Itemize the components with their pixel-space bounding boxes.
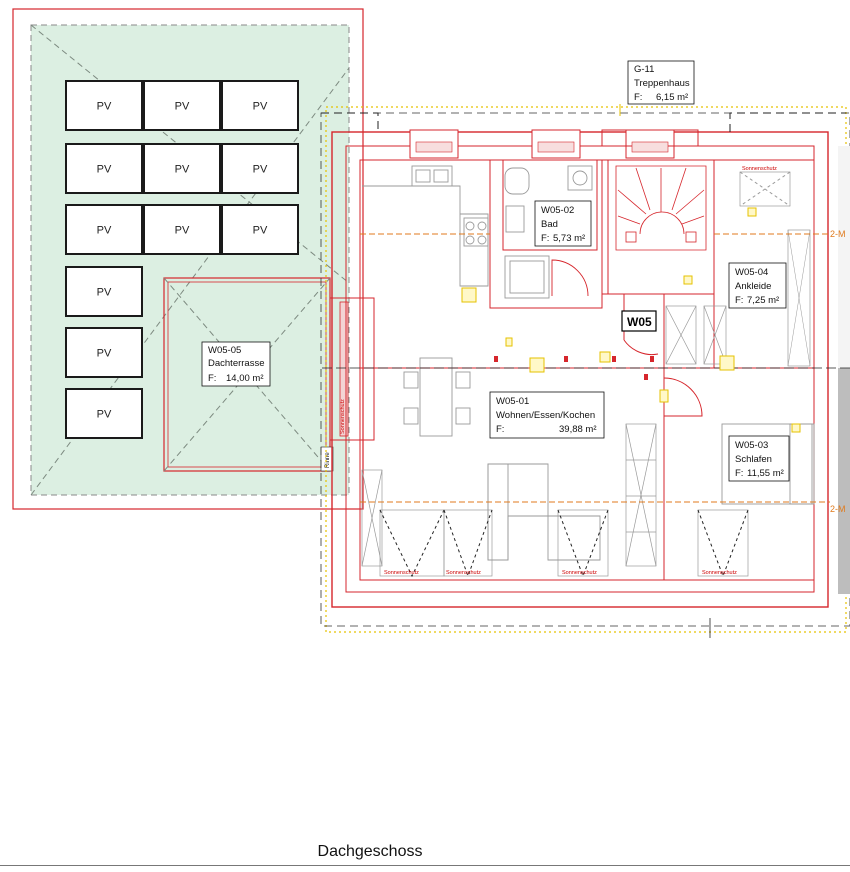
pv-panel: PV xyxy=(65,388,143,439)
dressing-room: Sonnenschutz W05-04 Ankleide F: 7,25 m² xyxy=(728,166,811,367)
height-guide-lines xyxy=(360,233,830,503)
sunshade-label-3: Sonnenschutz xyxy=(562,570,597,576)
pv-panel: PV xyxy=(65,327,143,378)
room-area-label-living: F: xyxy=(496,424,504,435)
floor-title: Dachgeschoss xyxy=(317,843,423,860)
room-area-label-bedroom: F: xyxy=(735,468,743,479)
pv-panel-label: PV xyxy=(175,164,190,176)
room-name-stair: Treppenhaus xyxy=(634,78,690,89)
bottom-dormers: Sonnenschutz Sonnenschutz Sonnenschutz S… xyxy=(379,509,749,578)
pv-panel-group: PV PV PV PV PV PV PV PV PV PV PV PV xyxy=(65,80,299,439)
pv-panel: PV xyxy=(143,80,221,131)
living-label: W05-01 Wohnen/Essen/Kochen F: 39,88 m² xyxy=(489,391,605,439)
pv-panel: PV xyxy=(65,266,143,317)
kitchen xyxy=(362,165,489,287)
pv-panel-frame xyxy=(65,327,143,378)
room-name-bath: Bad xyxy=(541,219,558,230)
pv-panel-frame xyxy=(65,388,143,439)
room-area-label-terrace: F: xyxy=(208,373,216,384)
building-walls xyxy=(321,112,850,608)
room-id-dressing: W05-04 xyxy=(735,267,768,278)
sunshade-label-2: Sonnenschutz xyxy=(446,570,481,576)
room-id-living: W05-01 xyxy=(496,396,529,407)
room-id-terrace: W05-05 xyxy=(208,345,241,356)
room-name-living: Wohnen/Essen/Kochen xyxy=(496,410,595,421)
pv-panel-label: PV xyxy=(175,225,190,237)
footer-divider xyxy=(0,865,850,866)
bath-fixtures xyxy=(504,165,593,299)
electrical-markers xyxy=(461,207,801,433)
wardrobes xyxy=(361,305,727,567)
room-name-terrace: Dachterrasse xyxy=(208,358,265,369)
pv-panel: PV xyxy=(221,80,299,131)
room-name-dressing: Ankleide xyxy=(735,281,771,292)
pv-panel: PV xyxy=(65,80,143,131)
room-area-label-dressing: F: xyxy=(735,295,743,306)
bedroom-door xyxy=(663,377,703,417)
pv-panel-frame xyxy=(143,80,221,131)
sunshade-label-1: Sonnenschutz xyxy=(384,570,419,576)
pv-panel: PV xyxy=(143,143,221,194)
room-name-bedroom: Schlafen xyxy=(735,454,772,465)
room-id-bath: W05-02 xyxy=(541,205,574,216)
room-label-box-terrace xyxy=(201,341,271,387)
pv-panel: PV xyxy=(221,204,299,255)
pv-panel: PV xyxy=(221,143,299,194)
terrace-sunshade: Sonnenschutz Rinne xyxy=(320,297,375,472)
dimension-label-bottom: 2-M xyxy=(830,504,846,514)
room-id-stair: G-11 xyxy=(634,64,654,75)
pv-panel-label: PV xyxy=(97,225,112,237)
pv-panel-frame xyxy=(65,80,143,131)
stair-label: G-11 Treppenhaus F: 6,15 m² xyxy=(627,60,695,105)
unit-tag: W05 xyxy=(621,310,659,356)
bedroom-label: W05-03 Schlafen F: 11,55 m² xyxy=(728,435,790,482)
pv-panel-label: PV xyxy=(175,101,190,113)
pv-panel-frame xyxy=(65,204,143,255)
pv-panel: PV xyxy=(65,204,143,255)
spiral-stair xyxy=(615,165,707,251)
pv-panel-label: PV xyxy=(97,409,112,421)
pv-panel-label: PV xyxy=(253,225,268,237)
room-area-terrace: 14,00 m² xyxy=(226,373,264,384)
sofa xyxy=(487,463,601,561)
pv-panel-label: PV xyxy=(97,348,112,360)
pv-panel-frame xyxy=(143,204,221,255)
sunshade-label-dressing: Sonnenschutz xyxy=(742,166,777,172)
pv-panel: PV xyxy=(65,143,143,194)
extent-lines xyxy=(320,104,850,638)
pv-panel-frame xyxy=(143,143,221,194)
pv-panel-frame xyxy=(221,143,299,194)
pv-panel-frame xyxy=(65,143,143,194)
bed xyxy=(721,423,815,505)
pv-panel-frame xyxy=(65,266,143,317)
room-area-bedroom: 11,55 m² xyxy=(747,468,784,479)
dimension-label-top: 2-M xyxy=(830,229,846,239)
room-area-bath: 5,73 m² xyxy=(553,233,585,244)
bath-label: W05-02 Bad F: 5,73 m² xyxy=(534,200,592,247)
dining-table xyxy=(403,357,471,437)
pv-panel-label: PV xyxy=(97,287,112,299)
pv-panel: PV xyxy=(143,204,221,255)
pv-panel-label: PV xyxy=(97,101,112,113)
room-area-label-bath: F: xyxy=(541,233,549,244)
unit-tag-label: W05 xyxy=(627,315,652,329)
pv-panel-frame xyxy=(221,204,299,255)
room-id-bedroom: W05-03 xyxy=(735,440,768,451)
room-area-label-stair: F: xyxy=(634,92,642,103)
pv-panel-label: PV xyxy=(253,101,268,113)
roof-terrace: W05-05 Dachterrasse F: 14,00 m² xyxy=(163,277,331,472)
sunshade-label-terrace: Sonnenschutz xyxy=(340,399,346,434)
gutter-label: Rinne xyxy=(325,452,331,468)
sunshade-label-4: Sonnenschutz xyxy=(702,570,737,576)
pv-panel-frame xyxy=(221,80,299,131)
room-area-dressing: 7,25 m² xyxy=(747,295,779,306)
pv-panel-label: PV xyxy=(97,164,112,176)
room-area-living: 39,88 m² xyxy=(559,424,597,435)
pv-panel-label: PV xyxy=(253,164,268,176)
room-area-stair: 6,15 m² xyxy=(656,92,688,103)
small-red-markers xyxy=(494,356,654,380)
